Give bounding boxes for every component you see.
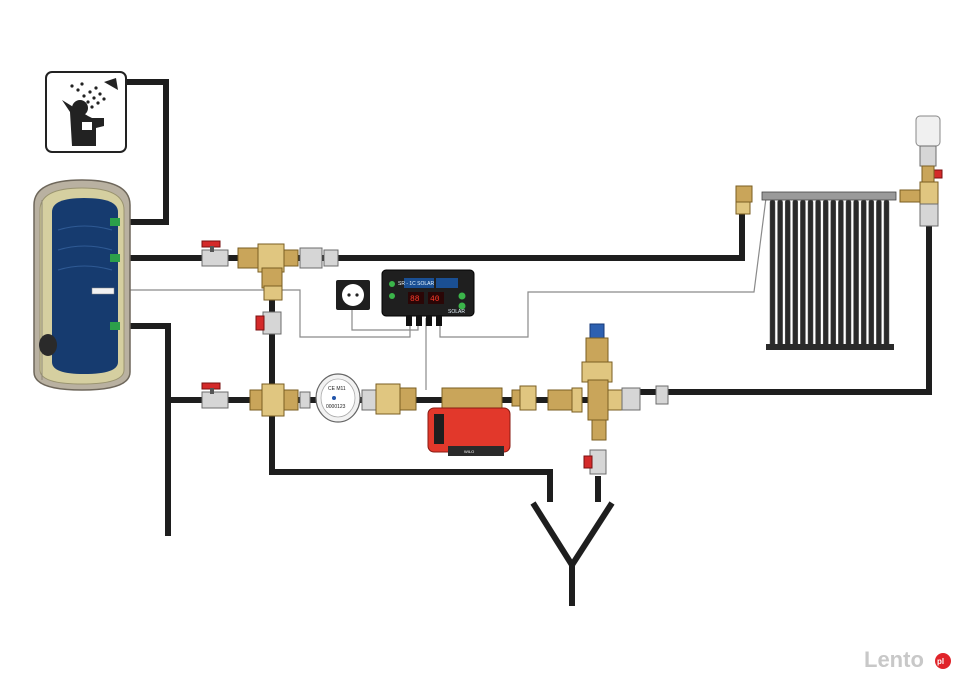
lower-fittings-right bbox=[511, 385, 583, 413]
watermark-brand: Lento bbox=[864, 647, 924, 672]
controller-display-right: 40 bbox=[430, 295, 440, 304]
pipe-tank-drain bbox=[124, 323, 171, 536]
collector-tube bbox=[777, 199, 783, 347]
meter-marking-bottom: 0000123 bbox=[326, 404, 346, 410]
upper-tee-fitting bbox=[237, 243, 323, 301]
wire-collector-sensor bbox=[439, 197, 767, 338]
wire-tank-sensor bbox=[124, 289, 411, 338]
controller-model: SR - 1C SOLAR bbox=[398, 281, 435, 287]
collector-tube bbox=[876, 199, 882, 347]
lower-tee-fitting bbox=[249, 383, 311, 417]
bypass-ball-valve bbox=[255, 311, 282, 335]
collector-tube bbox=[860, 199, 867, 347]
collector-tube bbox=[845, 199, 852, 347]
controller-led-2 bbox=[389, 293, 395, 299]
collector-inlet-fitting bbox=[735, 185, 753, 215]
collector-tube bbox=[883, 199, 890, 347]
tank-port-hot bbox=[110, 254, 120, 262]
solar-controller: SR - 1C SOLAR 88 40 SOLAR bbox=[381, 269, 475, 326]
collector-tubes bbox=[769, 199, 890, 347]
watermark: Lento pl bbox=[864, 647, 951, 672]
collector-tube bbox=[800, 199, 806, 347]
pipe-collector-return bbox=[640, 200, 932, 395]
storage-tank bbox=[33, 179, 131, 391]
drain-funnel-right bbox=[569, 501, 615, 567]
collector-tube bbox=[838, 199, 844, 347]
controller-display-left: 88 bbox=[410, 295, 420, 304]
controller-led-1 bbox=[389, 281, 395, 287]
shower-sign bbox=[45, 71, 127, 153]
collector-tube bbox=[792, 199, 799, 347]
lower-ball-valve bbox=[201, 382, 229, 409]
collector-tube bbox=[807, 199, 814, 347]
upper-union bbox=[323, 249, 339, 267]
controller-button-2[interactable] bbox=[458, 302, 466, 310]
drain-funnel-left bbox=[530, 501, 575, 567]
water-meter: CE M11 0000123 bbox=[315, 373, 361, 423]
upper-ball-valve bbox=[201, 240, 229, 267]
collector-tube bbox=[822, 199, 829, 347]
collector-tube bbox=[815, 199, 821, 347]
collector-tube bbox=[784, 199, 791, 347]
shower-person-icon bbox=[62, 78, 118, 146]
lower-union bbox=[361, 383, 417, 415]
pump-label: WILO bbox=[464, 449, 474, 454]
collector-tube bbox=[769, 199, 776, 347]
power-socket-icon bbox=[342, 284, 364, 306]
meter-marking-top: CE M11 bbox=[328, 386, 346, 392]
power-socket bbox=[336, 280, 370, 310]
tank-port-bottom bbox=[110, 322, 120, 330]
solar-collector bbox=[761, 191, 897, 350]
collector-tube bbox=[830, 199, 837, 347]
watermark-suffix: pl bbox=[937, 657, 944, 666]
safety-group bbox=[581, 323, 669, 475]
controller-brand: SOLAR bbox=[448, 309, 465, 315]
collector-tube bbox=[868, 199, 875, 347]
collector-tube bbox=[853, 199, 859, 347]
pipe-bypass bbox=[269, 278, 553, 502]
tank-port-top bbox=[110, 218, 120, 226]
air-vent bbox=[915, 115, 941, 183]
pipe-shower-supply bbox=[124, 79, 169, 225]
collector-outlet-fitting bbox=[899, 169, 943, 227]
circulation-pump: WILO bbox=[427, 387, 511, 456]
tank-sensor-well bbox=[91, 287, 115, 295]
controller-button[interactable] bbox=[458, 292, 466, 300]
